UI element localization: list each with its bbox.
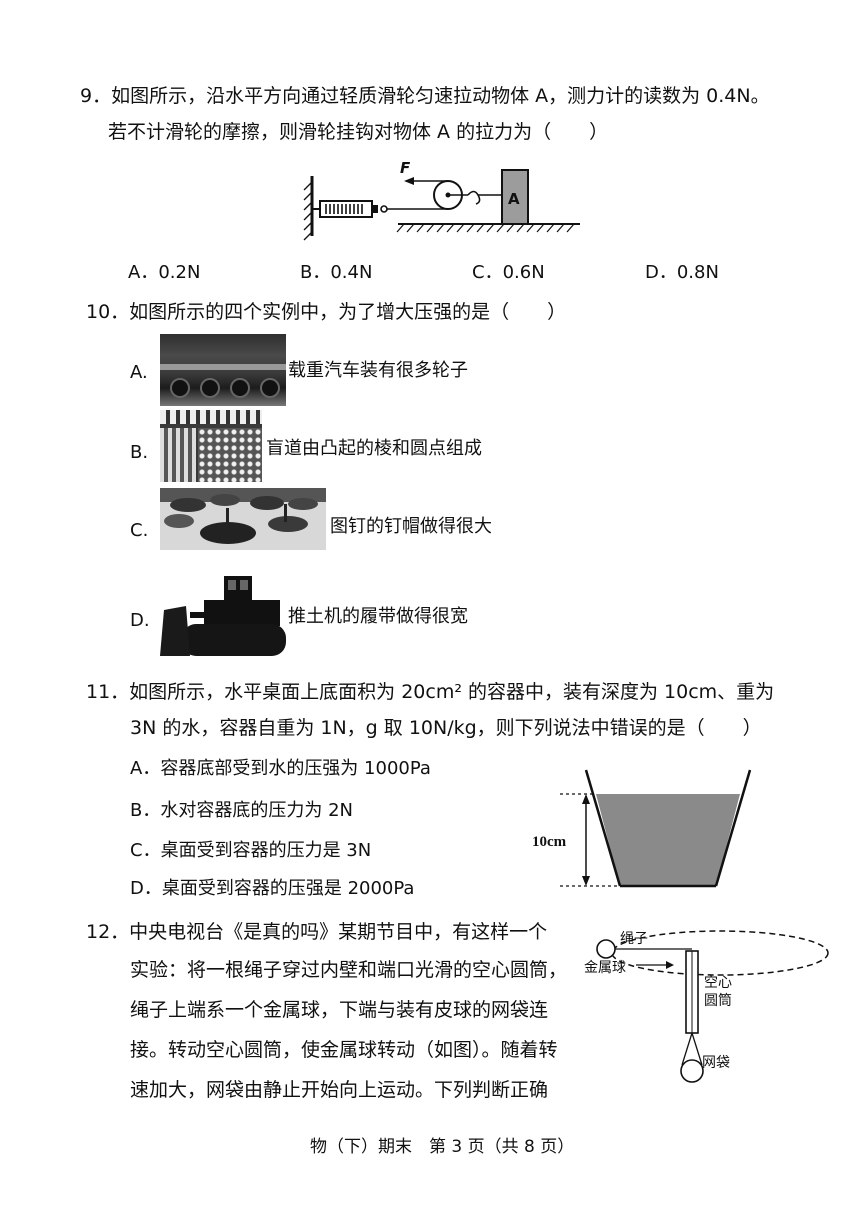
q12-tube-label-2: 圆筒 [704,992,732,1009]
q12-line5: 速加大，网袋由静止开始向上运动。下列判断正确 [130,1079,549,1101]
q10-option-d-text: 推土机的履带做得很宽 [288,606,468,627]
q12-bag-label: 网袋 [702,1055,730,1071]
q9-line2: 若不计滑轮的摩擦，则滑轮挂钩对物体 A 的拉力为（ ） [108,121,609,143]
q10-truck-wheels-photo [160,334,286,406]
q9-line1: 9．如图所示，沿水平方向通过轻质滑轮匀速拉动物体 A，测力计的读数为 0.4N。 [80,85,770,107]
q11-option-a: A．容器底部受到水的压强为 1000Pa [130,758,431,779]
q9-force-label: F [400,159,411,177]
q9-option-a: A．0.2N [128,262,201,283]
q12-tube-figure: 绳子 金属球 空心 圆筒 网袋 [584,930,829,1083]
q10-option-d-letter: D. [130,610,150,631]
q10-thumbtacks-photo [160,488,326,550]
q11-depth-label: 10cm [532,834,567,850]
q11-option-b: B．水对容器底的压力为 2N [130,800,353,821]
page-footer: 物（下）期末 第 3 页（共 8 页） [310,1137,575,1157]
q10-option-a-letter: A. [130,362,148,383]
q10-option-b-text: 盲道由凸起的棱和圆点组成 [266,438,482,459]
q11-option-c: C．桌面受到容器的压力是 3N [130,840,372,861]
q11-line2: 3N 的水，容器自重为 1N，g 取 10N/kg，则下列说法中错误的是（ ） [130,717,762,739]
q10-option-c-text: 图钉的钉帽做得很大 [330,516,492,537]
q11-line1: 11．如图所示，水平桌面上底面积为 20cm² 的容器中，装有深度为 10cm、… [86,681,775,703]
q12-ball-label: 金属球 [584,960,626,976]
q11-container-figure: 10cm [532,769,752,888]
q11-option-d: D．桌面受到容器的压强是 2000Pa [130,878,415,899]
q10-option-b-letter: B. [130,442,149,463]
q12-rope-label: 绳子 [620,931,648,947]
q10-option-a-text: 载重汽车装有很多轮子 [288,360,468,381]
q12-line1: 12．中央电视台《是真的吗》某期节目中，有这样一个 [86,921,548,943]
q9-option-d: D．0.8N [645,262,719,283]
q10-bulldozer-photo [160,576,286,656]
q12-line3: 绳子上端系一个金属球，下端与装有皮球的网袋连 [130,999,549,1021]
q10-tactile-paving-photo [160,410,262,482]
q12-tube-label-1: 空心 [704,975,732,991]
q9-option-b: B．0.4N [300,262,373,283]
q9-pulley-figure: F A [303,159,580,241]
q9-option-c: C．0.6N [472,262,545,283]
q12-line4: 接。转动空心圆筒，使金属球转动（如图）。随着转 [130,1039,558,1061]
q9-block-label: A [508,190,520,208]
q10-stem: 10．如图所示的四个实例中，为了增大压强的是（ ） [86,301,567,323]
q12-line2: 实验：将一根绳子穿过内壁和端口光滑的空心圆筒， [130,959,568,981]
q10-option-c-letter: C. [130,520,149,541]
